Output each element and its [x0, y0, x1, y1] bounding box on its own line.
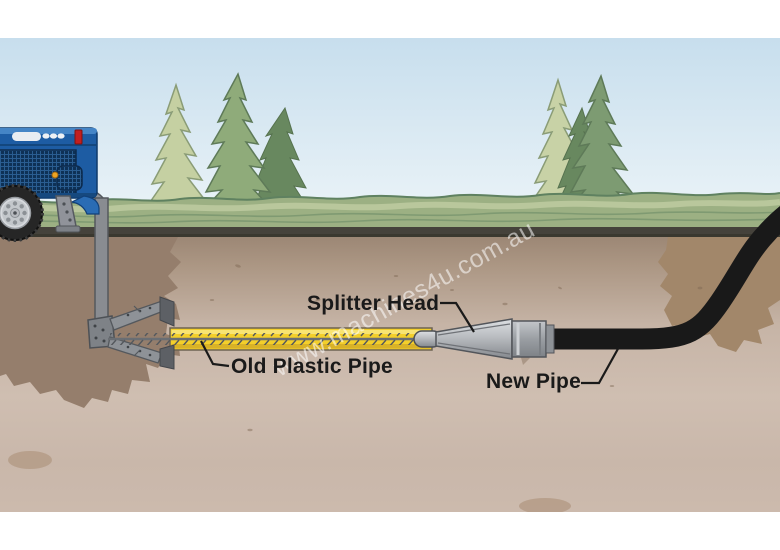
machine-logo	[12, 132, 41, 141]
splitter-cone	[435, 318, 513, 360]
illustration-canvas: www.machines4u.com.au Splitter Head Old …	[0, 38, 780, 512]
grass-line-1	[0, 211, 780, 218]
grass-light-strip	[0, 199, 780, 213]
machine-hitch	[70, 195, 100, 215]
pulling-cable	[108, 333, 432, 345]
ground-surface-band	[0, 227, 780, 237]
white-frame-bottom	[0, 512, 780, 550]
soil-light-patches	[8, 451, 571, 512]
machine-logo-dots	[42, 133, 65, 139]
leader-lines	[200, 301, 620, 385]
grass-top-outline	[0, 191, 780, 204]
grass-line-2	[0, 217, 780, 224]
anchor-upper-wedge	[159, 296, 175, 327]
new-pipe	[552, 205, 780, 350]
new-pipe-leader	[581, 346, 620, 385]
splitter-head	[413, 318, 555, 360]
old-pipe-leader	[200, 340, 230, 368]
machine-foot-plate	[55, 225, 81, 233]
machine-orange-light	[51, 171, 59, 179]
splitter-head-leader	[440, 301, 475, 333]
anchor-frame	[87, 296, 175, 370]
white-frame-top	[0, 0, 780, 38]
winch-machine	[0, 127, 100, 242]
old-plastic-pipe-label: Old Plastic Pipe	[231, 355, 393, 378]
anchor-lower-wedge	[159, 344, 175, 370]
machine-wheel	[0, 184, 44, 242]
machine-tail-light	[74, 129, 83, 145]
grass-band	[0, 191, 780, 227]
splitter-head-label: Splitter Head	[307, 292, 440, 315]
pipe-bursting-diagram	[0, 38, 780, 512]
new-pipe-label: New Pipe	[486, 370, 581, 393]
machine-side-vent	[56, 165, 83, 191]
